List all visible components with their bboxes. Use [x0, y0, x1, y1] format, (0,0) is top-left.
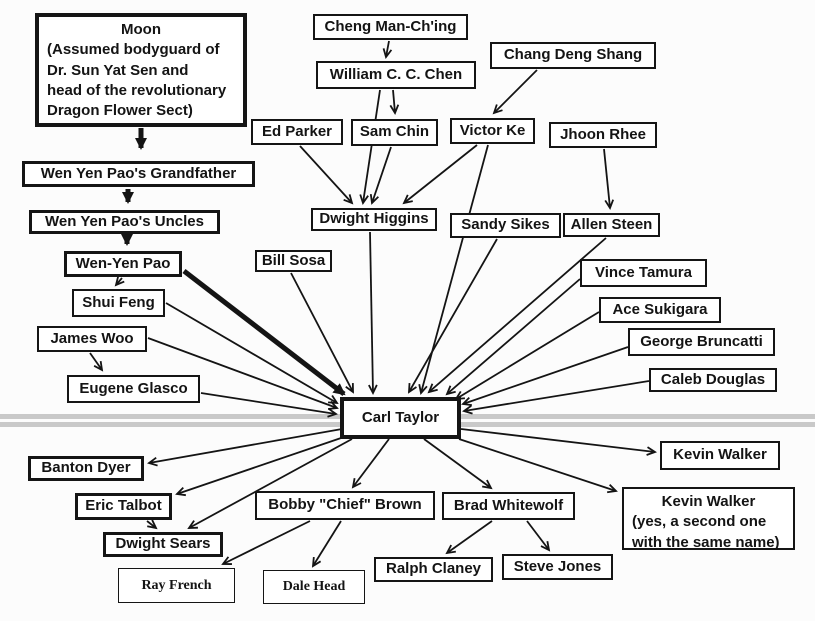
node-caleb-douglas: Caleb Douglas — [649, 368, 777, 392]
node-sam-chin: Sam Chin — [351, 119, 438, 146]
node-banton-dyer: Banton Dyer — [28, 456, 144, 481]
node-ace-sukigara: Ace Sukigara — [599, 297, 721, 323]
node-wen-yen-pao-uncles: Wen Yen Pao's Uncles — [29, 210, 220, 234]
node-dwight-higgins: Dwight Higgins — [311, 208, 437, 231]
node-ray-french: Ray French — [118, 568, 235, 603]
moon-line: Dragon Flower Sect) — [47, 102, 193, 119]
kevin-walker-2-line: with the same name) — [632, 533, 780, 551]
node-george-bruncatti: George Bruncatti — [628, 328, 775, 356]
node-moon: Moon (Assumed bodyguard of Dr. Sun Yat S… — [35, 13, 247, 127]
moon-line: head of the revolutionary — [47, 81, 227, 99]
node-dale-head: Dale Head — [263, 570, 365, 604]
node-sandy-sikes: Sandy Sikes — [450, 213, 561, 238]
node-william-chen: William C. C. Chen — [316, 61, 476, 89]
node-eric-talbot: Eric Talbot — [75, 493, 172, 520]
moon-line: Moon — [121, 21, 161, 38]
node-ralph-claney: Ralph Claney — [374, 557, 493, 582]
thick-lineage-arrows — [121, 128, 346, 396]
moon-line: Dr. Sun Yat Sen and — [47, 61, 189, 79]
thin-arrows — [89, 40, 657, 568]
node-chang-deng-shang: Chang Deng Shang — [490, 42, 656, 69]
node-victor-ke: Victor Ke — [450, 118, 535, 144]
node-james-woo: James Woo — [37, 326, 147, 352]
node-jhoon-rhee: Jhoon Rhee — [549, 122, 657, 148]
moon-line: (Assumed bodyguard of — [47, 41, 220, 59]
node-bobby-chief-brown: Bobby "Chief" Brown — [255, 491, 435, 520]
node-allen-steen: Allen Steen — [563, 213, 660, 237]
kevin-walker-2-line: (yes, a second one — [632, 513, 767, 531]
node-dwight-sears: Dwight Sears — [103, 532, 223, 557]
node-kevin-walker-2: Kevin Walker (yes, a second one with the… — [622, 487, 795, 551]
node-ed-parker: Ed Parker — [251, 119, 343, 145]
node-carl-taylor: Carl Taylor — [340, 397, 461, 439]
node-wen-yen-pao: Wen-Yen Pao — [64, 251, 182, 277]
node-wen-yen-pao-grandfather: Wen Yen Pao's Grandfather — [22, 161, 255, 187]
node-steve-jones: Steve Jones — [502, 554, 613, 580]
node-bill-sosa: Bill Sosa — [255, 250, 332, 272]
node-shui-feng: Shui Feng — [72, 289, 165, 317]
node-eugene-glasco: Eugene Glasco — [67, 375, 200, 403]
node-brad-whitewolf: Brad Whitewolf — [442, 492, 575, 520]
kevin-walker-2-line: Kevin Walker — [661, 493, 756, 510]
node-cheng-man-ching: Cheng Man-Ch'ing — [313, 14, 468, 40]
node-vince-tamura: Vince Tamura — [580, 259, 707, 287]
node-kevin-walker-1: Kevin Walker — [660, 441, 780, 470]
